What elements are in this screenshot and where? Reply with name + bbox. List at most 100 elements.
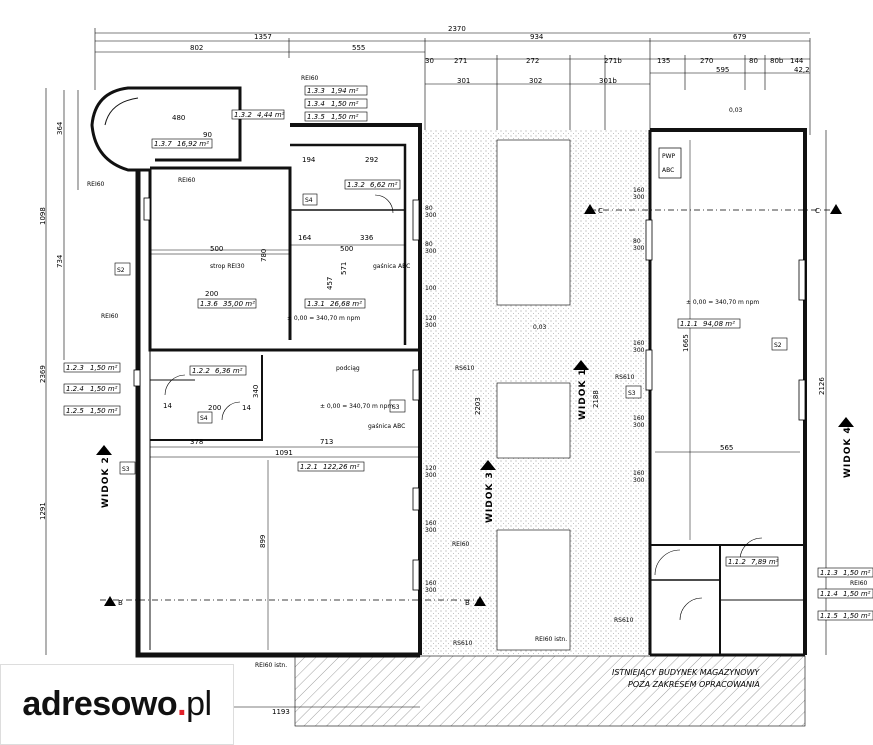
- svg-text:1.3.6 35,00 m²: 1.3.6 35,00 m²: [200, 300, 255, 308]
- view-arrow-1: [573, 360, 589, 370]
- inner-dim-texts: 500 500 336 164 457 571 780 378 713 1091…: [163, 114, 733, 548]
- svg-text:1.3.2 4,44 m²: 1.3.2 4,44 m²: [234, 111, 285, 119]
- svg-text:899: 899: [259, 535, 267, 548]
- view-2-label: WIDOK 2: [101, 456, 111, 508]
- svg-text:120: 120: [425, 465, 437, 472]
- svg-text:378: 378: [190, 438, 203, 446]
- dim-934: 934: [530, 33, 544, 41]
- svg-text:100: 100: [425, 285, 437, 292]
- svg-text:160: 160: [633, 470, 645, 477]
- s3-mid: S3: [392, 404, 400, 411]
- svg-text:14: 14: [242, 404, 251, 412]
- podciag-label: podciąg: [336, 365, 360, 372]
- dim-802: 802: [190, 44, 203, 52]
- gasnica-upper: gaśnica ABC: [373, 263, 410, 270]
- rei60-left1: REI60: [87, 181, 105, 188]
- dim-135: 135: [657, 57, 670, 65]
- dim-734: 734: [56, 254, 64, 268]
- rei60-left2: REI60: [101, 313, 119, 320]
- dim-679: 679: [733, 33, 746, 41]
- svg-text:500: 500: [210, 245, 223, 253]
- level-lower: ± 0,00 = 340,70 m npm: [320, 403, 393, 410]
- rs610-4: RS610: [614, 617, 634, 624]
- s3-left: S3: [122, 466, 130, 473]
- rei60-room: REI60: [178, 177, 196, 184]
- svg-text:340: 340: [252, 385, 260, 398]
- dim-total: 2370: [448, 25, 466, 33]
- corridor-dims: 80 300 80 300 100 120 300 120 300 160 30…: [425, 187, 645, 594]
- dim-301: 301: [457, 77, 470, 85]
- svg-text:120: 120: [425, 315, 437, 322]
- rei60-istn-mid: REI60 istn.: [535, 636, 567, 643]
- svg-text:1.2.4 1,50 m²: 1.2.4 1,50 m²: [66, 385, 118, 393]
- abc-label: ABC: [662, 167, 674, 174]
- svg-text:300: 300: [425, 587, 437, 594]
- svg-text:1665: 1665: [682, 334, 690, 352]
- svg-text:200: 200: [205, 290, 218, 298]
- svg-text:292: 292: [365, 156, 378, 164]
- section-arrow-b-right: [474, 596, 486, 606]
- svg-text:300: 300: [633, 245, 645, 252]
- inner-dim-lines: [150, 140, 800, 650]
- dim-1291: 1291: [39, 502, 47, 520]
- rei60-top: REI60: [301, 75, 319, 82]
- slope-label: 0,03: [533, 324, 547, 331]
- svg-text:80: 80: [425, 205, 433, 212]
- section-arrow-c-left: [584, 204, 596, 214]
- s3-right: S3: [628, 390, 636, 397]
- left-dimension-texts: 364 1098 734 2369 1291: [39, 121, 64, 520]
- view-arrow-3: [480, 460, 496, 470]
- svg-text:500: 500: [340, 245, 353, 253]
- dim-2126: 2126: [818, 377, 826, 395]
- room-tags: [63, 85, 873, 621]
- existing-note-2: POZA ZAKRESEM OPRACOWANIA: [628, 680, 760, 689]
- dim-1357: 1357: [254, 33, 272, 41]
- svg-text:565: 565: [720, 444, 733, 452]
- svg-text:300: 300: [633, 422, 645, 429]
- strop-label: strop REI30: [210, 263, 245, 270]
- view-arrow-4: [838, 417, 854, 427]
- rs610-3: RS610: [453, 640, 473, 647]
- dim-364: 364: [56, 121, 64, 135]
- view-4-label: WIDOK 4: [843, 426, 853, 478]
- svg-text:90: 90: [203, 131, 212, 139]
- top-dimension-texts: 2370 1357 934 679 802 555 30 271 272 271…: [190, 25, 810, 85]
- dim-595: 595: [716, 66, 729, 74]
- svg-text:300: 300: [633, 477, 645, 484]
- svg-text:160: 160: [633, 187, 645, 194]
- door-swings: [164, 194, 763, 621]
- dim-555: 555: [352, 44, 365, 52]
- svg-text:300: 300: [425, 212, 437, 219]
- svg-text:80: 80: [425, 241, 433, 248]
- section-arrow-c-right: [830, 204, 842, 214]
- walls: [90, 86, 807, 658]
- view-1-label: WIDOK 1: [578, 368, 588, 420]
- stall-1: [496, 139, 571, 306]
- dim-270: 270: [700, 57, 713, 65]
- s4-lower: S4: [200, 415, 208, 422]
- svg-text:14: 14: [163, 402, 172, 410]
- dim-144: 144: [790, 57, 804, 65]
- view-3-label: WIDOK 3: [485, 471, 495, 523]
- dim-272: 272: [526, 57, 539, 65]
- windows: [133, 197, 806, 591]
- svg-text:1.3.1 26,68 m²: 1.3.1 26,68 m²: [307, 300, 362, 308]
- section-lines: [100, 209, 830, 601]
- svg-text:300: 300: [425, 472, 437, 479]
- section-c-right: C: [815, 207, 820, 215]
- svg-text:164: 164: [298, 234, 312, 242]
- svg-text:160: 160: [633, 340, 645, 347]
- svg-text:300: 300: [633, 347, 645, 354]
- logo-text: adresowo.pl: [22, 685, 212, 723]
- svg-text:480: 480: [172, 114, 185, 122]
- pwp-label: PWP: [662, 153, 676, 160]
- svg-text:80: 80: [633, 238, 641, 245]
- dim-80b: 80b: [770, 57, 784, 65]
- svg-text:1.1.4 1,50 m²: 1.1.4 1,50 m²: [820, 590, 871, 598]
- dim-422: 42,2: [794, 66, 810, 74]
- dim-271: 271: [454, 57, 467, 65]
- dim-302: 302: [529, 77, 542, 85]
- section-c-left: C: [598, 207, 603, 215]
- slope-label-top: 0,03: [729, 107, 743, 114]
- svg-text:194: 194: [302, 156, 316, 164]
